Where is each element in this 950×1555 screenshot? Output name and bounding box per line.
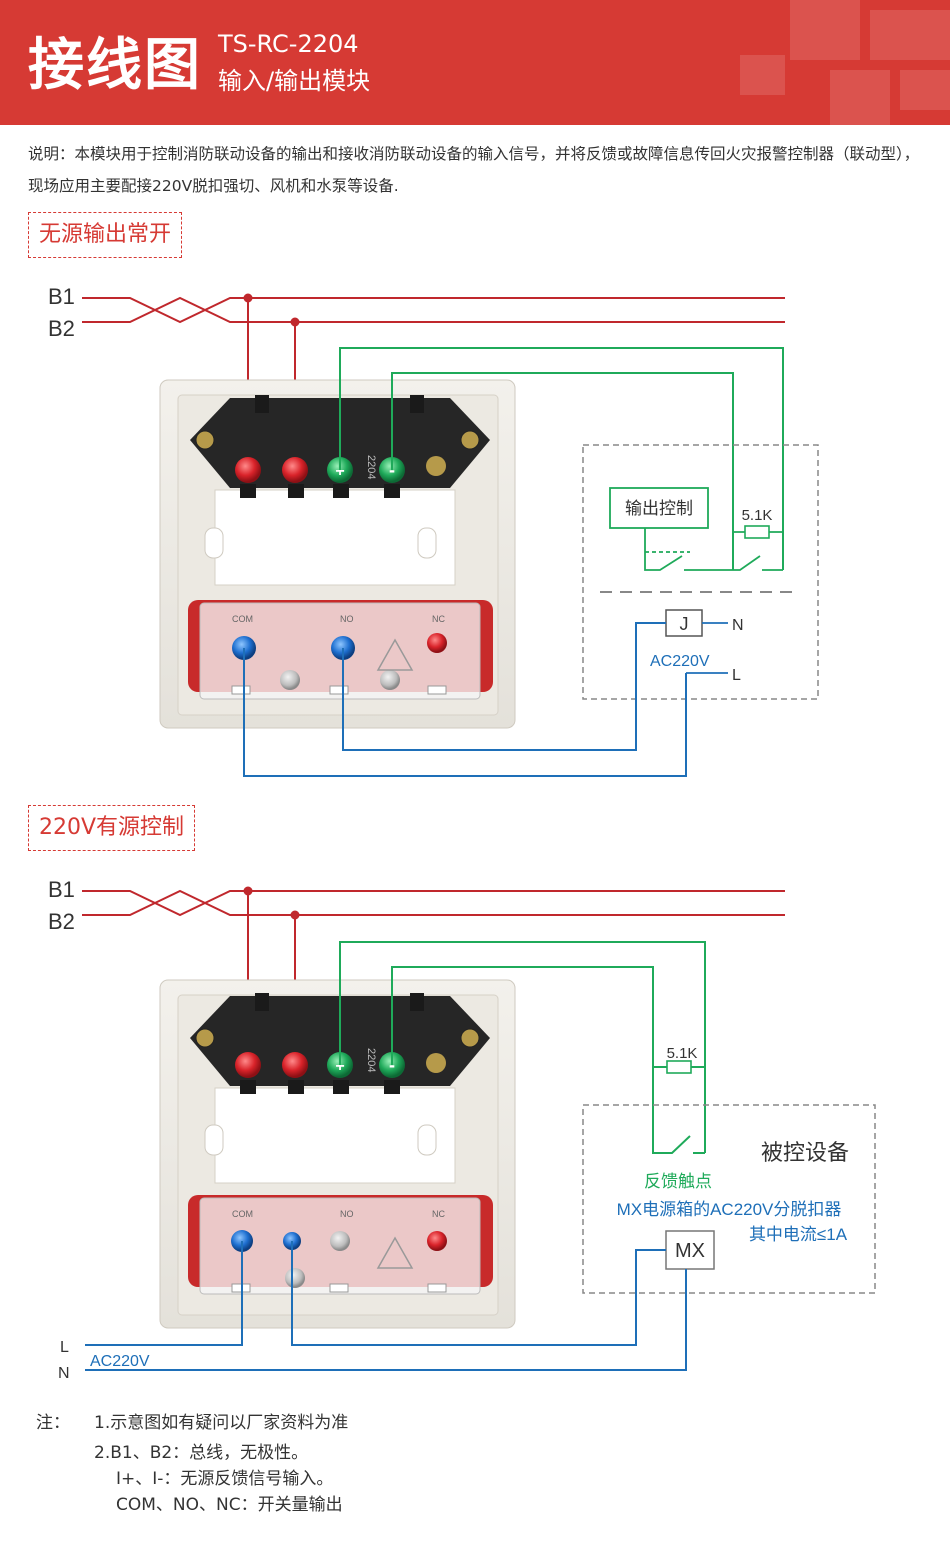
terminal-red-2 xyxy=(282,457,308,483)
terminal-nc xyxy=(427,633,447,653)
module-2: + - 2204 COM NO NC xyxy=(159,979,516,1329)
bus-label-b2: B2 xyxy=(48,316,75,341)
no-label-b: NO xyxy=(340,1209,354,1219)
bus-label-b1: B1 xyxy=(48,284,75,309)
decor-square xyxy=(790,0,860,60)
terminal-red-1 xyxy=(235,457,261,483)
no-label: NO xyxy=(340,614,354,624)
output-wires xyxy=(243,622,687,777)
feedback-wires xyxy=(339,347,784,570)
nc-label-b: NC xyxy=(432,1209,445,1219)
model-number: TS-RC-2204 xyxy=(218,30,359,58)
terminal-nc-b xyxy=(427,1231,447,1251)
note-3: I+、I-：无源反馈信号输入。 xyxy=(116,1469,334,1489)
page-subtitle: 输入/输出模块 xyxy=(218,67,371,95)
l-label-2: L xyxy=(60,1339,69,1356)
note-4: COM、NO、NC：开关量输出 xyxy=(116,1495,343,1515)
resistor-label-1: 5.1K xyxy=(742,507,773,524)
decor-square xyxy=(740,55,785,95)
controlled-device-box xyxy=(582,1104,876,1294)
module-1: + - 2204 COM NO NC xyxy=(159,379,516,729)
section2-diagram: B1 B2 + - 2204 xyxy=(48,877,876,1382)
header-banner: 接线图 TS-RC-2204 输入/输出模块 xyxy=(0,0,950,125)
switches xyxy=(644,528,783,571)
power-wires xyxy=(85,1241,687,1371)
terminal-red-1b xyxy=(235,1052,261,1078)
decor-square xyxy=(830,70,890,125)
plus-sign: + xyxy=(335,463,344,480)
plus-sign-b: + xyxy=(335,1058,344,1075)
section1-diagram: B1 B2 + - xyxy=(48,284,819,777)
module-label: 2204 xyxy=(365,455,377,479)
breaker-label: MX电源箱的AC220V分脱扣器 xyxy=(617,1200,842,1219)
n-label-1: N xyxy=(732,617,744,634)
resistor-label-2: 5.1K xyxy=(667,1045,698,1062)
decor-square xyxy=(900,70,950,110)
terminal-red-2b xyxy=(282,1052,308,1078)
feedback-contact-label: 反馈触点 xyxy=(644,1172,712,1191)
ac-label-2: AC220V xyxy=(90,1353,150,1370)
note-1: 1.示意图如有疑问以厂家资料为准 xyxy=(94,1413,349,1433)
relay-label: J xyxy=(680,614,689,634)
note-2: 2.B1、B2：总线，无极性。 xyxy=(94,1443,309,1463)
description: 说明：本模块用于控制消防联动设备的输出和接收消防联动设备的输入信号，并将反馈或故… xyxy=(28,145,920,195)
com-label: COM xyxy=(232,614,253,624)
feedback-wires-2 xyxy=(339,941,706,1154)
l-label-1: L xyxy=(732,667,741,684)
bus-label-b1-2: B1 xyxy=(48,877,75,902)
output-control-label: 输出控制 xyxy=(625,499,693,518)
mx-label: MX xyxy=(675,1240,705,1262)
notes-prefix: 注： xyxy=(36,1413,70,1433)
resistor-2 xyxy=(666,1060,692,1074)
relay-j xyxy=(665,609,703,637)
bus-label-b2-2: B2 xyxy=(48,909,75,934)
resistor-1 xyxy=(744,525,770,539)
device-box xyxy=(582,444,819,700)
com-label-b: COM xyxy=(232,1209,253,1219)
controlled-device-label: 被控设备 xyxy=(761,1140,849,1165)
section2-title: 220V有源控制 xyxy=(28,805,196,851)
decor-square xyxy=(870,10,950,60)
current-label: 其中电流≤1A xyxy=(749,1225,848,1244)
output-control-box xyxy=(609,487,709,529)
n-label-2: N xyxy=(58,1365,70,1382)
page-title: 接线图 xyxy=(28,33,202,98)
section1-title: 无源输出常开 xyxy=(28,212,183,258)
ac-label-1: AC220V xyxy=(650,653,710,670)
module-label-b: 2204 xyxy=(365,1048,377,1072)
nc-label: NC xyxy=(432,614,445,624)
